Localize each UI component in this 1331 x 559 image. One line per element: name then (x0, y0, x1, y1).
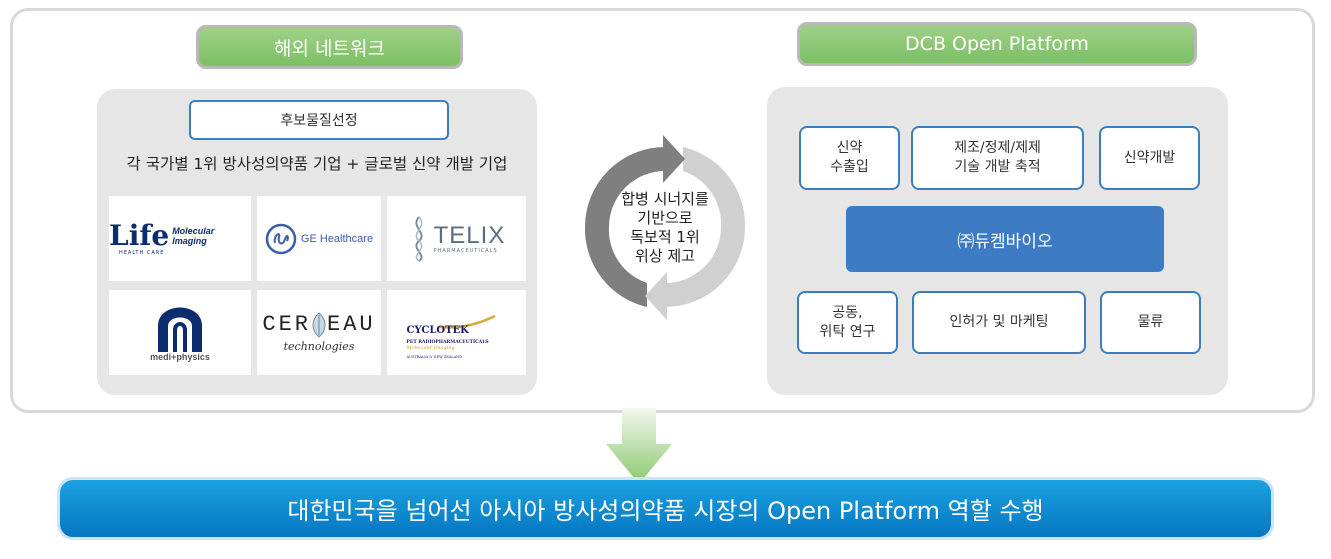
overseas-network-header: 해외 네트워크 (196, 25, 463, 69)
box-logistics: 물류 (1100, 291, 1201, 354)
box-drug-import-export-line-2: 수출입 (830, 159, 869, 175)
box-drug-import-export-line-1: 신약 (836, 140, 863, 156)
ge-logo: GE Healthcare (265, 223, 373, 255)
ge-logo-text: GE Healthcare (300, 232, 374, 245)
life-logo-sub: HEALTH CARE (119, 249, 165, 256)
logo-card-cyclotek: CYCLOTEK PET RADIOPHARMACEUTICALS Molecu… (387, 290, 526, 375)
telix-helix-icon (415, 215, 423, 262)
logo-card-telix: TELIX PHARMACEUTICALS (387, 196, 526, 281)
medi-physics-text: medi+physics (150, 351, 210, 362)
cyclotek-swoosh-icon (438, 314, 496, 329)
box-licensing-marketing: 인허가 및 마케팅 (912, 291, 1086, 354)
box-drug-development: 신약개발 (1099, 126, 1200, 190)
down-arrow-icon (606, 408, 672, 484)
cerveau-logo: CER EAU (262, 312, 375, 338)
logo-card-ge: GE Healthcare (257, 196, 381, 281)
telix-logo: TELIX PHARMACEUTICALS (408, 215, 506, 263)
cyclotek-line3: AUSTRALIA & NEW ZEALAND (406, 355, 463, 359)
logo-card-medi-physics: medi+physics (109, 290, 251, 375)
dcb-open-platform-header: DCB Open Platform (797, 22, 1197, 66)
box-drug-import-export: 신약 수출입 (799, 126, 900, 190)
medi-physics-icon (158, 307, 202, 352)
telix-logo-text: TELIX (433, 221, 506, 249)
cerveau-logo-right: EAU (327, 312, 376, 337)
cerveau-leaf-icon (312, 312, 326, 338)
life-logo-main: Life (109, 218, 170, 252)
companies-description: 각 국가별 1위 방사성의약품 기업 + 글로벌 신약 개발 기업 (126, 155, 508, 173)
box-joint-research: 공동, 위탁 연구 (797, 291, 898, 354)
life-logo: Life Molecular Imaging (109, 218, 251, 252)
life-logo-tag: Molecular Imaging (172, 225, 215, 246)
duchem-bio-box: ㈜듀켐바이오 (846, 206, 1164, 272)
candidate-selection-box: 후보물질선정 (189, 100, 449, 140)
synergy-line-1: 합병 시너지를 (621, 190, 709, 208)
cyclotek-line2: Molecular Imaging (406, 345, 455, 351)
cyclotek-logo: CYCLOTEK PET RADIOPHARMACEUTICALS Molecu… (407, 306, 507, 359)
box-manufacturing-tech-line-1: 제조/정제/제제 (954, 140, 1041, 156)
ge-monogram-icon (265, 223, 297, 254)
cyclotek-line1: PET RADIOPHARMACEUTICALS (406, 340, 489, 345)
synergy-line-2: 기반으로 (637, 209, 693, 227)
cyclotek-name: CYCLOTEK (406, 325, 469, 336)
box-joint-research-line-1: 공동, (832, 304, 863, 321)
cerveau-logo-sub: technologies (283, 340, 355, 353)
synergy-line-4: 위상 제고 (635, 247, 695, 265)
logo-card-life: Life Molecular Imaging HEALTH CARE (109, 196, 251, 281)
cerveau-logo-left: CER (262, 312, 311, 337)
box-logistics-line-1: 물류 (1137, 314, 1164, 330)
synergy-line-3: 독보적 1위 (630, 228, 700, 246)
box-joint-research-line-2: 위탁 연구 (819, 323, 876, 340)
synergy-text: 합병 시너지를 기반으로 독보적 1위 위상 제고 (605, 190, 725, 266)
bottom-banner: 대한민국을 넘어선 아시아 방사성의약품 시장의 Open Platform 역… (57, 477, 1274, 540)
box-drug-development-line-1: 신약개발 (1123, 149, 1176, 166)
logo-card-cerveau: CER EAU technologies (257, 290, 381, 375)
box-manufacturing-tech-line-2: 기술 개발 축적 (954, 159, 1041, 175)
telix-logo-sub: PHARMACEUTICALS (433, 247, 498, 254)
cycle-arrows-icon (584, 135, 746, 320)
box-manufacturing-tech: 제조/정제/제제 기술 개발 축적 (911, 126, 1084, 190)
box-licensing-marketing-line-1: 인허가 및 마케팅 (949, 314, 1049, 330)
